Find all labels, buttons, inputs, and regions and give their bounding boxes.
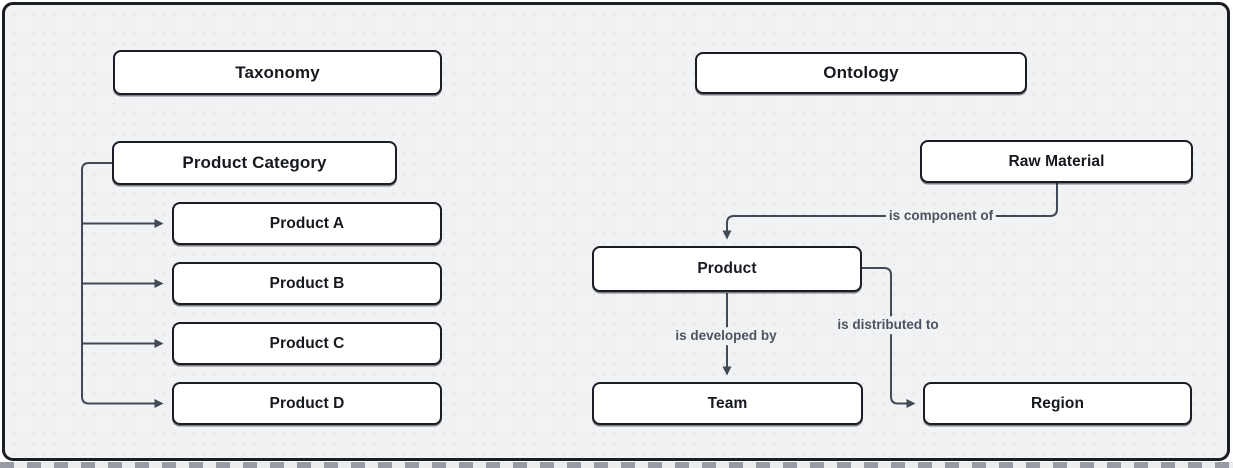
node-team[interactable]: Team bbox=[592, 382, 863, 425]
product-category-label: Product Category bbox=[182, 153, 327, 172]
node-region[interactable]: Region bbox=[923, 382, 1192, 425]
edge-label-is-developed-by[interactable]: is developed by bbox=[672, 327, 780, 345]
raw-material-label: Raw Material bbox=[1008, 152, 1105, 170]
product-c-label: Product C bbox=[269, 334, 345, 352]
bottom-dashed-strip bbox=[0, 462, 1233, 468]
ontology-header-label: Ontology bbox=[823, 63, 899, 82]
node-product-c[interactable]: Product C bbox=[172, 322, 442, 365]
region-label: Region bbox=[1030, 394, 1085, 412]
team-label: Team bbox=[707, 394, 748, 412]
node-product[interactable]: Product bbox=[592, 246, 862, 292]
product-label: Product bbox=[697, 260, 757, 277]
diagram-canvas[interactable]: is component of is developed by is distr… bbox=[2, 2, 1230, 461]
edge-label-is-distributed-to[interactable]: is distributed to bbox=[834, 316, 942, 334]
node-taxonomy-header[interactable]: Taxonomy bbox=[113, 50, 442, 95]
node-product-a[interactable]: Product A bbox=[172, 202, 442, 245]
node-product-d[interactable]: Product D bbox=[172, 382, 442, 425]
product-d-label: Product D bbox=[269, 394, 345, 412]
product-b-label: Product B bbox=[269, 274, 345, 292]
node-ontology-header[interactable]: Ontology bbox=[695, 52, 1027, 94]
node-product-b[interactable]: Product B bbox=[172, 262, 442, 305]
node-product-category[interactable]: Product Category bbox=[112, 141, 397, 185]
edge-label-is-component-of[interactable]: is component of bbox=[885, 207, 997, 225]
edge-product-to-region[interactable] bbox=[862, 267, 916, 408]
taxonomy-header-label: Taxonomy bbox=[235, 62, 320, 82]
node-raw-material[interactable]: Raw Material bbox=[920, 140, 1193, 183]
product-a-label: Product A bbox=[269, 214, 345, 232]
